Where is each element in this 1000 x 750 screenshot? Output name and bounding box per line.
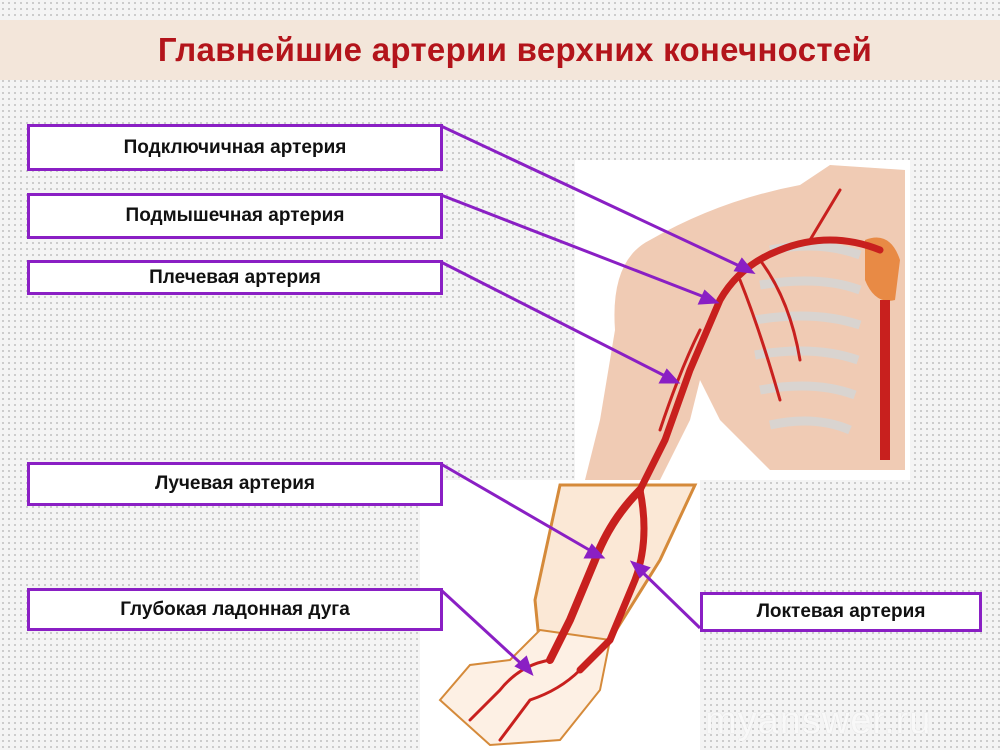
hand [438,628,612,747]
arteries [468,188,884,742]
label-ulnar-artery: Локтевая артерия [700,592,982,632]
watermark: myanswer.ru [705,700,932,742]
pointer-lines [439,124,756,676]
title-band: Главнейшие артерии верхних конечностей [0,20,1000,80]
label-subclavian-artery: Подключичная артерия [27,124,443,171]
label-deep-palmar-arch: Глубокая ладонная дуга [27,588,443,631]
upper-arm [585,240,730,480]
label-brachial-artery: Плечевая артерия [27,260,443,295]
heart [865,237,900,301]
label-radial-artery: Лучевая артерия [27,462,443,506]
label-axillary-artery: Подмышечная артерия [27,193,443,239]
diagram-title: Главнейшие артерии верхних конечностей [157,31,873,68]
